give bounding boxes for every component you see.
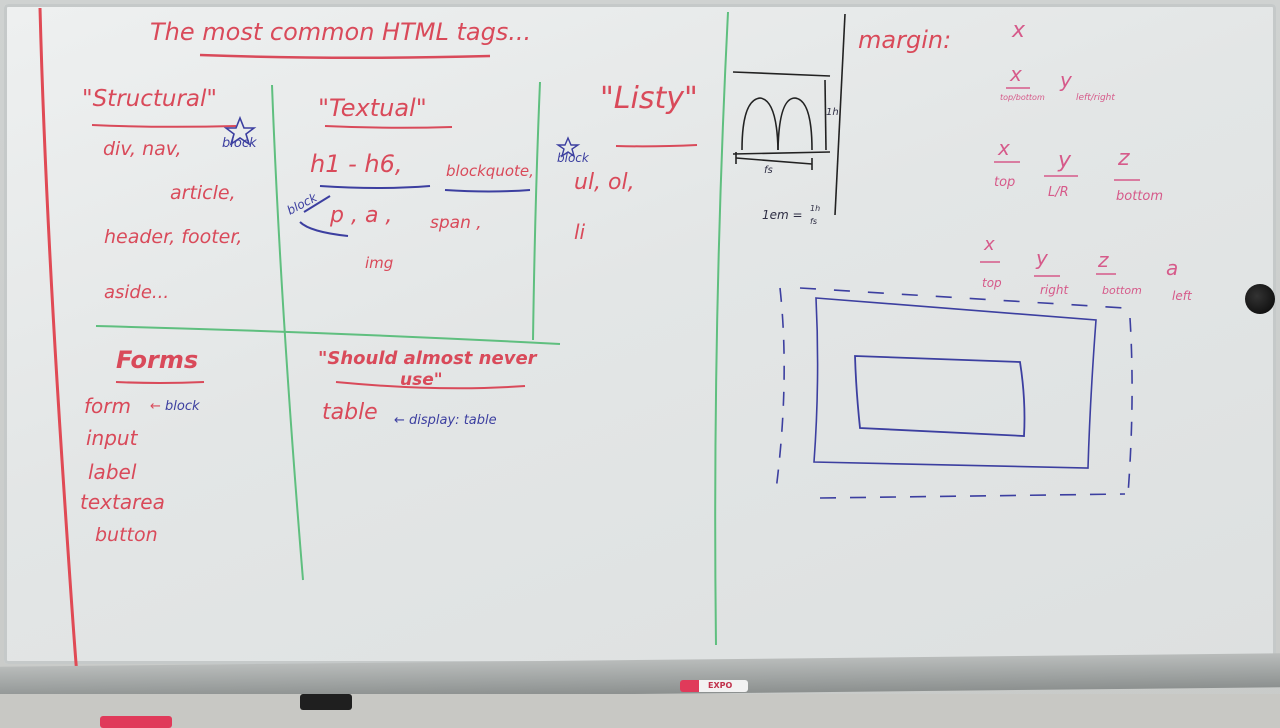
star-listy xyxy=(555,136,581,158)
red-margin-line xyxy=(38,7,82,703)
listy-item: ul, ol, xyxy=(574,170,635,195)
structural-item: header, footer, xyxy=(104,226,243,248)
margin-box-diagram xyxy=(775,287,1133,499)
margin-four-z-side: bottom xyxy=(1102,284,1142,297)
structural-item: aside... xyxy=(104,282,170,303)
board-eraser[interactable] xyxy=(300,694,352,710)
never-heading-cont: use" xyxy=(400,370,443,390)
textual-item: p , a , xyxy=(330,203,393,228)
never-note: ← display: table xyxy=(394,413,497,428)
listy-heading: "Listy" xyxy=(600,81,698,116)
forms-item: button xyxy=(95,524,158,546)
structural-item: div, nav, xyxy=(103,138,182,160)
green-divider-1 xyxy=(271,84,304,581)
forms-item: label xyxy=(88,460,137,484)
never-heading: "Should almost never xyxy=(318,348,537,369)
margin-four-y-side: right xyxy=(1040,283,1069,297)
margin-three-z-side: bottom xyxy=(1116,189,1164,204)
wall-base xyxy=(0,694,1280,728)
margin-two-x: x xyxy=(1010,62,1022,86)
height-label: 1h xyxy=(826,107,839,118)
star-structural xyxy=(223,115,257,146)
textual-item: img xyxy=(365,254,394,272)
margin-four-a-side: left xyxy=(1172,289,1192,303)
structural-block-note: block xyxy=(222,136,257,151)
em-formula: 1em = xyxy=(762,208,803,222)
board-magnet[interactable] xyxy=(1245,284,1275,314)
textual-item: h1 - h6, xyxy=(310,150,403,178)
margin-four-a: a xyxy=(1166,256,1179,280)
margin-label: margin: xyxy=(858,26,952,54)
margin-four-x-side: top xyxy=(982,276,1002,290)
forms-item: form xyxy=(84,394,131,418)
margin-four-y: y xyxy=(1036,246,1048,270)
margin-four-z: z xyxy=(1098,248,1109,272)
margin-two-x-side: top/bottom xyxy=(1000,93,1045,102)
margin-three-x-side: top xyxy=(994,175,1016,190)
whiteboard xyxy=(4,4,1276,664)
line-height-diagram xyxy=(732,13,846,216)
green-divider-4 xyxy=(714,11,729,646)
margin-three-y: y xyxy=(1058,148,1072,173)
margin-two-y-side: left/right xyxy=(1076,93,1115,103)
em-fraction-bottom: fs xyxy=(810,217,817,226)
title-underline xyxy=(199,53,491,60)
red-marker-left[interactable] xyxy=(100,716,172,728)
forms-item: textarea xyxy=(80,490,165,514)
margin-three-x: x xyxy=(998,136,1010,160)
listy-block-note: block xyxy=(557,151,589,165)
margin-three-y-side: L/R xyxy=(1048,185,1069,200)
margin-two-y: y xyxy=(1060,68,1072,92)
textual-item: span , xyxy=(430,213,482,233)
textual-heading: "Textual" xyxy=(318,94,427,122)
green-divider-3 xyxy=(95,325,561,345)
never-item: table xyxy=(322,400,378,425)
red-marker[interactable]: EXPO xyxy=(680,680,748,692)
margin-four-x: x xyxy=(984,234,995,255)
em-fraction-top: 1h xyxy=(810,204,821,213)
structural-heading: "Structural" xyxy=(82,86,217,112)
forms-item: input xyxy=(86,426,138,450)
margin-three-z: z xyxy=(1118,146,1130,171)
marker-label: EXPO xyxy=(708,681,733,690)
green-divider-2 xyxy=(532,81,541,341)
width-label: fs xyxy=(764,165,773,176)
forms-heading: Forms xyxy=(116,346,199,374)
board-title: The most common HTML tags... xyxy=(150,18,532,46)
structural-item: article, xyxy=(170,182,236,204)
textual-item: blockquote, xyxy=(446,162,534,180)
listy-item: li xyxy=(574,220,586,244)
margin-one-value: x xyxy=(1012,18,1026,43)
forms-block-note: ← block xyxy=(150,399,200,414)
